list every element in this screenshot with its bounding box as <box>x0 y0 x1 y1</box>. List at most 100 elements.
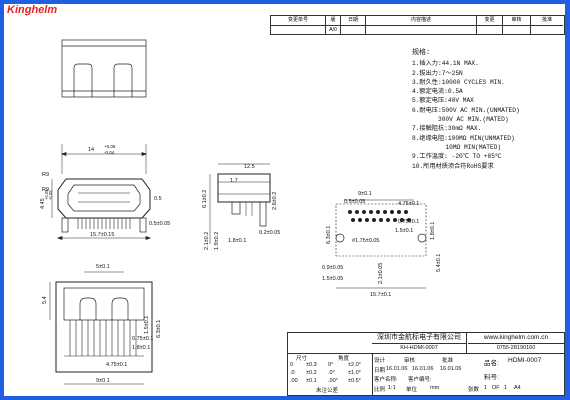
dim-side-small: 1.7 <box>230 178 238 184</box>
rev-header-date: 日期 <box>341 16 366 25</box>
rev-cell <box>366 25 477 35</box>
dim-side-h4: 1.9±0.2 <box>214 232 220 250</box>
dim-right-bottom: 15.7±0.1 <box>370 292 391 298</box>
tb-divider <box>288 353 372 355</box>
rev-cell <box>341 25 366 35</box>
date-label: 日期 <box>374 368 386 374</box>
rev-cell <box>477 25 503 35</box>
tol-row0-d: ±2.0° <box>348 362 361 368</box>
scale-value: 1:1 <box>388 385 396 391</box>
approve-date: 16.01.06 <box>440 366 462 372</box>
spec-item: 4.额定电流:0.5A <box>412 88 463 96</box>
title-block: 深圳市金航标电子有限公司 www.kinghelm.com.cn KH-HDMI… <box>287 332 565 396</box>
dim-right-i: 1.5±0.05 <box>322 276 343 282</box>
name-label: 品名: <box>484 360 499 367</box>
front-view-leg-left <box>61 217 69 233</box>
spec-item: 2.拔出力:7～25N <box>412 69 463 77</box>
tol-row0-b: ±0.3 <box>306 362 317 368</box>
pcb-mount-hole-left <box>335 233 345 243</box>
dim-front-tol-minus: -0.04 <box>104 150 115 155</box>
dim-left-tol-plus: +0.05 <box>44 189 49 200</box>
dim-left-tol-minus: -0.05 <box>48 190 53 200</box>
dim-bottom-width: 9±0.1 <box>96 378 110 384</box>
dim-bottom-b: 1.8±0.1 <box>132 345 150 351</box>
dim-pin-pitch: 0.5±0.05 <box>149 221 170 227</box>
dim-front-width: 14 <box>88 147 94 153</box>
dim-radius-top: R9 <box>42 172 49 178</box>
spec-item: 10MΩ MIN(MATED) <box>412 143 502 151</box>
tolerance-table: 尺寸 角度 0 ±0.3 0° ±2.0° .0 ±0.2 .0° ±1.0° … <box>288 354 373 395</box>
dim-right-g: #1.75±0.05 <box>352 238 380 244</box>
tol-row0-a: 0 <box>290 362 294 368</box>
dim-right-e: 1.8±0.1 <box>430 222 436 240</box>
side-view-post <box>231 201 241 215</box>
dim-bottom-d: 6.3±0.1 <box>156 320 162 338</box>
rev-cell <box>531 25 563 35</box>
dim-bottom-c: 1.5±0.1 <box>144 316 150 334</box>
approve-label: 批准 <box>442 358 454 364</box>
company-phone: 0755-28190160 <box>468 343 564 353</box>
pcb-mount-hole-right <box>417 233 427 243</box>
spec-item: 7.接触阻抗:30mΩ MAX. <box>412 125 482 133</box>
dim-right-c: 0.75±0.1 <box>398 219 419 225</box>
dim-side-h3: 2.1±0.2 <box>204 232 210 250</box>
tol-row1-b: ±0.2 <box>306 370 317 376</box>
tb-divider <box>372 353 564 355</box>
tol-row0-c: 0° <box>328 362 334 368</box>
dim-right-f: 6.3±0.1 <box>326 226 332 244</box>
check-date: 16.01.06 <box>412 366 434 372</box>
dim-bottom-top: 5±0.1 <box>96 264 110 270</box>
dim-right-d: 1.5±0.1 <box>395 228 413 234</box>
revision-table: 变更单号 版 日期 内容描述 变更 审核 批准 A/0 <box>270 15 565 35</box>
spec-item: 1.插入力:44.1N MAX. <box>412 60 479 68</box>
paper-size: A4 <box>514 385 521 391</box>
tol-header-size: 尺寸 <box>296 356 308 362</box>
tol-row2-c: .00° <box>328 378 338 384</box>
bottom-view-latch-left <box>79 297 97 320</box>
dim-bottom-width: 15.7±0.15 <box>90 232 114 238</box>
dim-right-j: 2.1±0.05 <box>378 263 384 284</box>
part-number: KH-HDMI-0007 <box>372 343 467 353</box>
scale-label: 比例 <box>374 387 386 393</box>
front-view-receptacle <box>67 184 141 212</box>
check-label: 审核 <box>404 358 416 364</box>
dim-right-a: 0.5±0.05 <box>344 199 365 205</box>
sheet-total: 1 <box>504 385 508 391</box>
company-name: 深圳市金航标电子有限公司 <box>372 333 467 343</box>
rev-cell <box>503 25 531 35</box>
spec-item: 10.所用材质须合符RoHS要求 <box>412 162 494 170</box>
spec-item: 9.工作温度: -20℃ TO +85℃ <box>412 153 502 161</box>
unit-value: mm <box>430 385 440 391</box>
rev-header-change-no: 变更单号 <box>271 16 326 25</box>
material-label: 料号: <box>484 374 499 381</box>
specs-heading: 规格: <box>412 49 431 57</box>
rev-version-value: A/0 <box>326 25 341 35</box>
sheet-label: 张数 <box>468 387 480 393</box>
design-date: 16.01.06 <box>386 366 408 372</box>
tol-label: 未注公差 <box>316 388 339 394</box>
front-view-leg-right <box>139 217 147 233</box>
dim-side-top: 12.5 <box>244 164 255 170</box>
dim-bottom-e: 4.75±0.1 <box>106 362 127 368</box>
name-value: HDMI-0007 <box>508 357 542 364</box>
drawing-sheet: Kinghelm 变更单号 版 日期 内容描述 变更 审核 批准 A/0 规格:… <box>4 4 565 396</box>
dim-bottom-left: 5.4 <box>42 296 48 304</box>
dim-side-w1: 1.8±0.1 <box>228 238 246 244</box>
spec-item: 6.耐电压:500V AC MIN.(UNMATED) <box>412 106 520 114</box>
brand-logo: Kinghelm <box>7 4 58 16</box>
rev-header-review: 审核 <box>503 16 531 25</box>
design-label: 设计 <box>374 358 386 364</box>
rev-header-approve: 批准 <box>541 17 552 23</box>
spec-item: 8.绝缘电阻:100MΩ MIN(UNMATED) <box>412 134 515 142</box>
bottom-view-upper <box>63 287 145 321</box>
spec-item: 5.额定电压:40V MAX <box>412 97 474 105</box>
bottom-view-body <box>55 281 153 373</box>
pcb-footprint-outline <box>335 203 427 257</box>
rev-header-change: 变更 <box>477 16 503 25</box>
spec-item: 3.耐久性:10000 CYCLES MIN. <box>412 78 505 86</box>
rev-cell <box>271 25 326 35</box>
dim-right-h: 0.9±0.05 <box>322 265 343 271</box>
tol-row1-c: .0° <box>328 370 335 376</box>
side-view-body <box>217 173 271 203</box>
tol-row2-d: ±0.5° <box>348 378 361 384</box>
